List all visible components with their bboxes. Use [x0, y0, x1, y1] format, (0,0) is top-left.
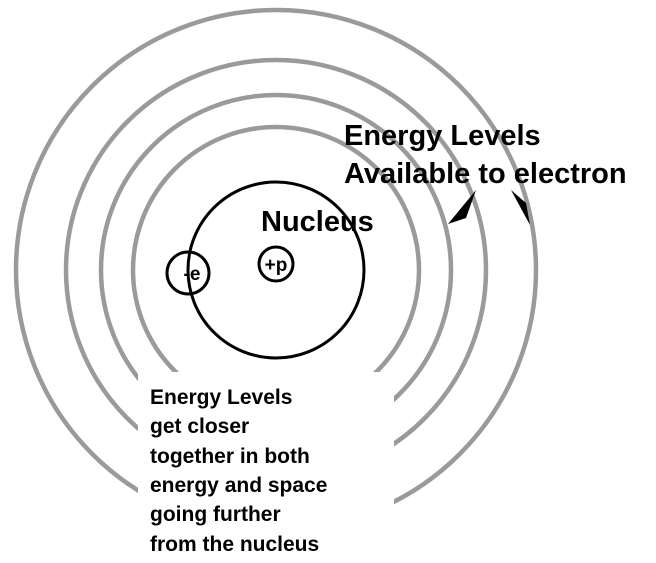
note-line-2: get closer [150, 415, 249, 438]
note-line-6: from the nucleus [150, 533, 319, 556]
note-line-4: energy and space [150, 474, 327, 497]
electron-circle [165, 250, 211, 296]
note-line-1: Energy Levels [150, 386, 292, 409]
note-line-5: going further [150, 503, 281, 526]
proton-label: +p [265, 255, 288, 276]
note-text: Energy Levels get closer together in bot… [150, 386, 327, 556]
note-line-3: together in both [150, 445, 310, 468]
nucleus-circle [186, 180, 366, 360]
nucleus-label: Nucleus [261, 206, 374, 238]
arrow-head-left [448, 190, 476, 224]
energy-levels-title-line2: Available to electron [344, 158, 627, 190]
electron-label: -e [184, 264, 201, 285]
note-background [138, 372, 394, 563]
proton-circle [257, 245, 295, 283]
arrow-head-right [511, 190, 530, 225]
energy-levels-title-line1: Energy Levels [344, 120, 541, 152]
